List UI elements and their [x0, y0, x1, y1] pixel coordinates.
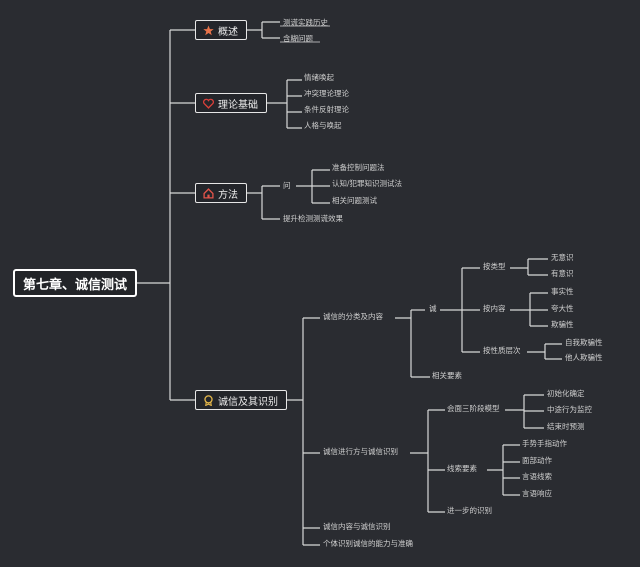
leaf-text[interactable]: 相关问题测试	[332, 196, 377, 205]
leaf-text[interactable]: 夸大性	[551, 304, 574, 313]
subtopic-text[interactable]: 诚	[429, 304, 437, 313]
leaf-text[interactable]: 结束时预测	[547, 422, 585, 431]
house-icon	[202, 187, 214, 199]
subtopic-text[interactable]: 会面三阶段模型	[447, 404, 500, 413]
leaf-text[interactable]: 无意识	[551, 253, 574, 262]
leaf-text[interactable]: 手势手指动作	[522, 439, 567, 448]
leaf-text[interactable]: 冲突理论理论	[304, 89, 349, 98]
group-text[interactable]: 诚信内容与诚信识别	[323, 522, 391, 531]
leaf-text[interactable]: 人格与唤起	[304, 121, 342, 130]
subtopic-text[interactable]: 按类型	[483, 262, 506, 271]
leaf-text[interactable]: 准备控制问题法	[332, 163, 385, 172]
leaf-text[interactable]: 事实性	[551, 287, 574, 296]
leaf-text[interactable]: 初始化确定	[547, 389, 585, 398]
medal-icon	[202, 394, 214, 406]
leaf-text[interactable]: 他人欺骗性	[565, 353, 603, 362]
star-icon	[202, 24, 214, 36]
subtopic-text[interactable]: 按内容	[483, 304, 506, 313]
branch-honesty-recognition[interactable]: 诚信及其识别	[195, 390, 287, 410]
subtopic-text[interactable]: 问	[283, 181, 291, 190]
branch-overview[interactable]: 概述	[195, 20, 247, 40]
heart-icon	[202, 97, 214, 109]
leaf-text[interactable]: 自我欺骗性	[565, 338, 603, 347]
subtopic-text[interactable]: 线索要素	[447, 464, 477, 473]
subtopic-text[interactable]: 按性质层次	[483, 346, 521, 355]
leaf-text[interactable]: 测谎实践历史	[283, 18, 328, 27]
branch-method[interactable]: 方法	[195, 183, 247, 203]
branch-honesty-label: 诚信及其识别	[218, 396, 278, 408]
leaf-text[interactable]: 中途行为监控	[547, 405, 592, 414]
leaf-text[interactable]: 条件反射理论	[304, 105, 349, 114]
branch-theory[interactable]: 理论基础	[195, 93, 267, 113]
leaf-text[interactable]: 面部动作	[522, 456, 552, 465]
branch-method-label: 方法	[218, 189, 238, 201]
subtopic-text[interactable]: 进一步的识别	[447, 506, 492, 515]
leaf-text[interactable]: 情绪唤起	[304, 73, 334, 82]
leaf-text[interactable]: 相关要素	[432, 371, 462, 380]
root-label: 第七章、诚信测试	[22, 277, 127, 293]
leaf-text[interactable]: 言语响应	[522, 489, 552, 498]
group-text[interactable]: 个体识别诚信的能力与准确	[323, 539, 413, 548]
group-text[interactable]: 诚信的分类及内容	[323, 312, 383, 321]
branch-theory-label: 理论基础	[218, 99, 258, 111]
leaf-text[interactable]: 提升检测测谎效果	[283, 214, 343, 223]
leaf-text[interactable]: 有意识	[551, 269, 574, 278]
leaf-text[interactable]: 言语线索	[522, 472, 552, 481]
leaf-text[interactable]: 认知/犯罪知识测试法	[332, 179, 403, 188]
leaf-text[interactable]: 欺骗性	[551, 320, 574, 329]
group-text[interactable]: 诚信进行方与诚信识别	[323, 447, 398, 456]
root-topic[interactable]: 第七章、诚信测试	[13, 269, 137, 297]
branch-overview-label: 概述	[218, 26, 238, 38]
leaf-text[interactable]: 含糊问题	[283, 34, 313, 43]
